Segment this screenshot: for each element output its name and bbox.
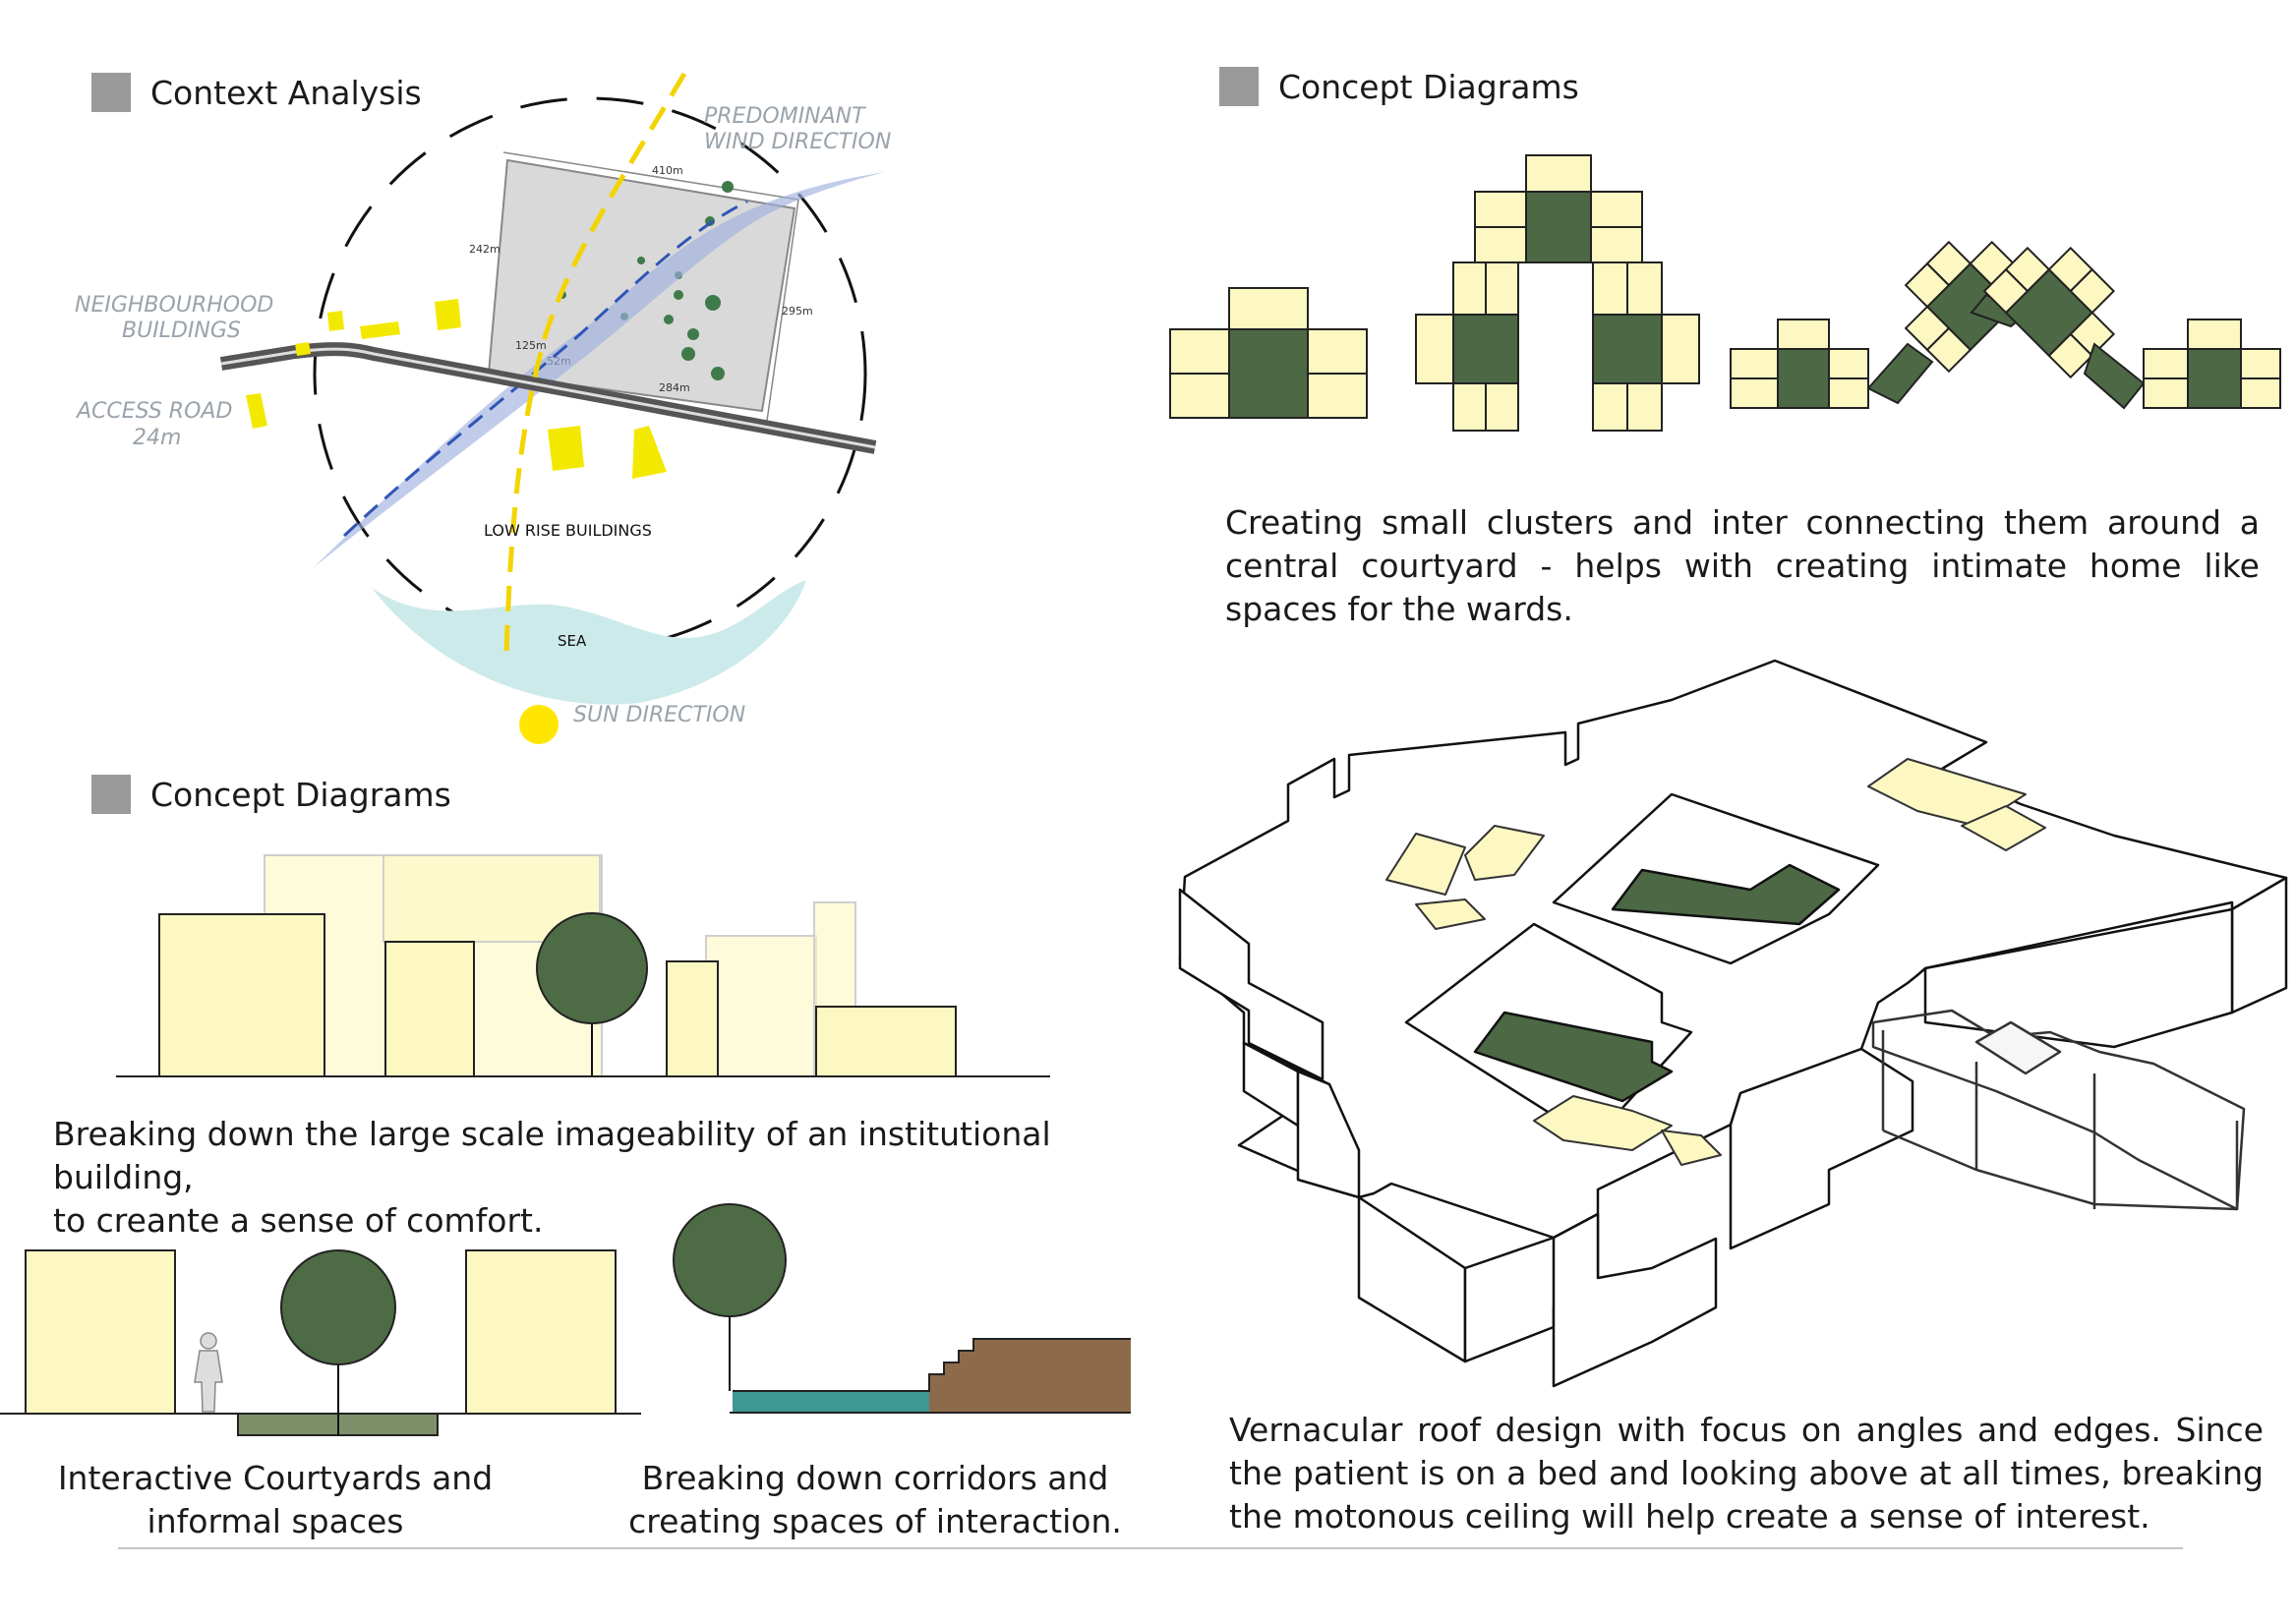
roof-pavilion-1b (1464, 825, 1545, 881)
sun-direction-label: SUN DIRECTION (573, 703, 745, 727)
neighbourhood-label-1: NEIGHBOURHOOD (75, 293, 273, 318)
concept-diagrams-heading-top: Concept Diagrams (1219, 67, 1579, 106)
access-road-label-1: ACCESS ROAD (75, 399, 232, 424)
corridors-caption-line-1: Breaking down corridors and (641, 1459, 1109, 1497)
scale-caption: Breaking down the large scale imageabili… (53, 1113, 1115, 1243)
building-wall-front (1357, 1195, 1467, 1363)
concept-diagrams-title-top: Concept Diagrams (1278, 67, 1579, 106)
corridor-tree-icon (673, 1203, 787, 1317)
low-rise-label: LOW RISE BUILDINGS (484, 521, 652, 540)
courtyards-caption-line-1: Interactive Courtyards and (57, 1459, 494, 1497)
corridors-caption-line-2: creating spaces of interaction. (628, 1502, 1122, 1540)
roof-pavilion-1c (1415, 898, 1486, 930)
context-analysis-title: Context Analysis (150, 73, 422, 112)
dim-top: 410m (652, 164, 683, 177)
concept-diagrams-title-left: Concept Diagrams (150, 775, 451, 814)
building-wall-left-3 (1296, 1070, 1361, 1199)
courtyard-void-upper-floor (1611, 863, 1841, 926)
courtyards-caption: Interactive Courtyards and informal spac… (39, 1457, 511, 1543)
wind-label-2: WIND DIRECTION (704, 130, 891, 154)
cluster-arch (1415, 154, 1700, 432)
roof-pavilion-3 (1533, 1095, 1673, 1151)
neighbourhood-buildings (246, 299, 667, 479)
cluster-single (1169, 287, 1368, 419)
heading-square-icon (91, 73, 131, 112)
small-scale-volumes (158, 913, 957, 1077)
courtyard-tree-icon (280, 1249, 396, 1365)
clusters-caption: Creating small clusters and inter connec… (1225, 503, 2260, 628)
context-analysis-heading: Context Analysis (91, 73, 422, 112)
scale-tree (536, 912, 648, 1076)
roof-pavilion-2 (1867, 758, 2027, 827)
roof-frame-base (1882, 1129, 2238, 1211)
roof-frame-gable (1974, 1020, 2062, 1075)
access-road-label-2: 24m (133, 426, 181, 450)
person-figure-icon (194, 1332, 223, 1413)
roof-pavilion-3b (1661, 1130, 1722, 1166)
courtyard-diagram (0, 1249, 641, 1436)
roof-pavilion-2b (1961, 805, 2046, 851)
sun-path (503, 72, 687, 655)
sea-shape (372, 580, 806, 705)
scale-caption-line-2: to creante a sense of comfort. (53, 1201, 544, 1240)
heading-square-icon (1219, 67, 1259, 106)
dim-inner-a: 125m (515, 339, 547, 352)
cluster-zigzag (1730, 240, 2281, 410)
sea-label: SEA (558, 632, 587, 650)
context-boundary-circle (313, 96, 867, 651)
courtyard-void-lower-floor (1473, 1011, 1674, 1103)
dim-bottom: 284m (659, 381, 690, 394)
concept-diagrams-heading-left: Concept Diagrams (91, 775, 451, 814)
wind-label-1: PREDOMINANT (704, 104, 866, 129)
courtyards-caption-line-2: informal spaces (147, 1502, 404, 1540)
sun-icon (519, 705, 559, 744)
corridor-diagram (673, 1203, 1131, 1414)
wind-direction-arrow (342, 200, 748, 538)
heading-square-icon (91, 775, 131, 814)
corridors-caption: Breaking down corridors and creating spa… (619, 1457, 1131, 1543)
roof-pavilion-1 (1385, 833, 1466, 896)
building-wall-front-3 (1552, 1212, 1718, 1388)
scale-caption-line-1: Breaking down the large scale imageabili… (53, 1115, 1051, 1196)
footer-divider (118, 1547, 2183, 1549)
dim-right: 295m (782, 305, 813, 318)
roof-caption: Vernacular roof design with focus on ang… (1229, 1411, 2264, 1536)
dim-left: 242m (469, 243, 500, 256)
building-wall-right (1729, 1047, 1914, 1250)
neighbourhood-label-2: BUILDINGS (122, 319, 241, 343)
building-wall-left (1178, 888, 1325, 1081)
